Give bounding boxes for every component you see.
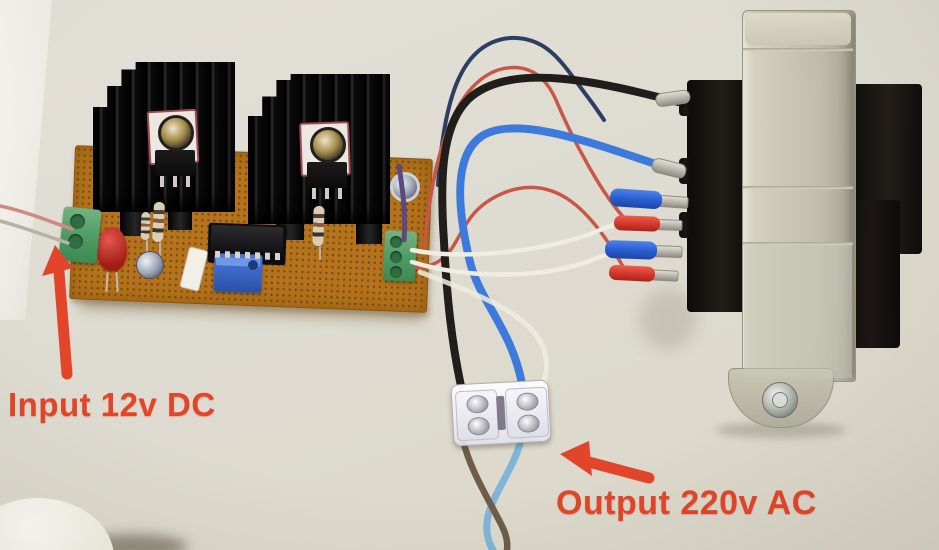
- core-seam: [743, 48, 853, 51]
- resistor-small: [140, 211, 151, 241]
- ic-chip: [210, 224, 284, 254]
- core-seam: [743, 186, 853, 189]
- wire-red-thin-upper: [422, 65, 630, 252]
- transistor-right-pins: [312, 188, 344, 199]
- terminal-cell: [504, 386, 550, 439]
- input-label: Input 12v DC: [8, 386, 216, 423]
- terminal-screw: [70, 214, 85, 229]
- spade-connector-blue-1: [610, 188, 689, 209]
- transformer-core-top: [745, 13, 851, 45]
- coil-terminal-tab: [679, 212, 691, 238]
- wire-red-thin-lower: [414, 185, 628, 274]
- terminal-hole: [515, 392, 539, 412]
- terminal-cell: [454, 389, 500, 442]
- wire-blue-thick: [456, 124, 684, 388]
- terminal-screw: [390, 236, 402, 248]
- output-terminal-block: [450, 379, 552, 447]
- transformer-mount-screw-center: [772, 392, 788, 408]
- transistor-right-body: [307, 162, 347, 188]
- terminal-screw: [390, 266, 402, 278]
- terminal-hole: [517, 414, 541, 434]
- board-screw: [136, 251, 164, 279]
- core-seam: [743, 242, 853, 245]
- transformer-base-shadow: [716, 422, 846, 438]
- transistor-left-body: [155, 150, 195, 176]
- output-wire-lightblue: [483, 436, 525, 550]
- output-label: Output 220v AC: [556, 484, 817, 522]
- crimp-connector-red-1: [614, 215, 683, 232]
- terminal-hole: [466, 394, 489, 414]
- coil-terminal-tab: [679, 158, 691, 184]
- paper-edge: [0, 0, 52, 320]
- led-red: [97, 227, 127, 271]
- coil-terminal-tab: [679, 92, 691, 116]
- terminal-divider: [496, 395, 506, 431]
- wire-navy-thin: [436, 35, 606, 187]
- resistor-lead: [146, 236, 148, 254]
- crimp-connector-red-2: [609, 264, 679, 282]
- transformer-coil-left: [687, 80, 749, 312]
- resistor-left: [151, 201, 166, 243]
- transformer-core-lower: [744, 244, 852, 378]
- terminal-screw: [390, 251, 402, 263]
- output-arrow-head: [560, 441, 592, 476]
- wire-black-thick: [438, 73, 682, 390]
- corner-mount-screw: [390, 172, 420, 202]
- resistor-right: [312, 205, 325, 247]
- resistor-lead: [319, 244, 321, 260]
- spade-connector-blue-2: [605, 240, 683, 260]
- wire-white-2: [409, 247, 649, 277]
- white-cup: [0, 498, 114, 550]
- input-arrow-shaft: [53, 266, 73, 380]
- wire-white-1: [409, 220, 653, 257]
- resistor-lead: [159, 240, 161, 256]
- output-arrow-shaft: [579, 455, 655, 484]
- transistor-right-screw: [310, 127, 346, 163]
- transistor-left-pins: [160, 176, 192, 187]
- transistor-left-screw: [158, 115, 194, 151]
- terminal-hole: [467, 416, 491, 436]
- trimpot-screw: [248, 260, 258, 270]
- output-wire-brown: [459, 436, 511, 550]
- terminal-screw: [68, 234, 83, 249]
